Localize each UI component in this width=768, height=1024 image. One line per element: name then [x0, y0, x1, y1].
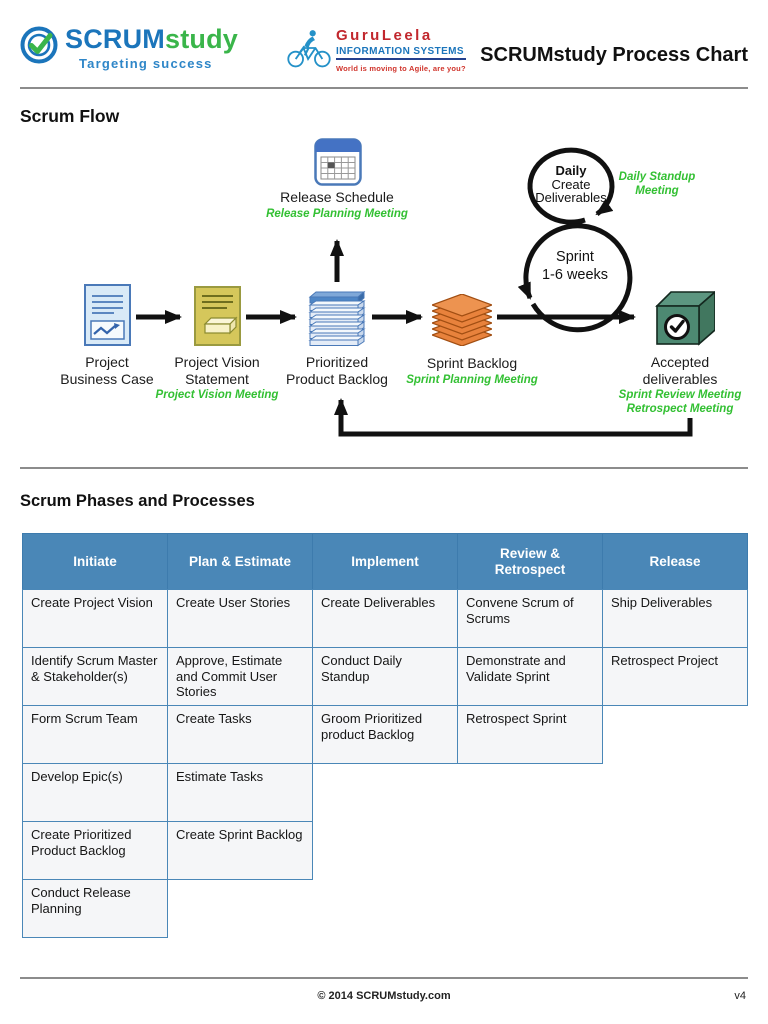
table-cell: Create Prioritized Product Backlog: [22, 821, 168, 880]
column-review-retrospect: Review & Retrospect Convene Scrum of Scr…: [457, 533, 603, 764]
cyclist-icon: [286, 27, 332, 74]
sprint-loop-line2: 1-6 weeks: [541, 266, 609, 283]
flow-arrows: [136, 147, 693, 437]
flow-heading: Scrum Flow: [20, 106, 120, 126]
copyright-text: © 2014 SCRUMstudy.com: [317, 990, 451, 1002]
table-header-implement: Implement: [312, 533, 458, 590]
guruleela-logo: GuruLeela INFORMATION SYSTEMS World is m…: [286, 27, 466, 74]
table-cell: Retrospect Sprint: [457, 705, 603, 764]
table-header-initiate: Initiate: [22, 533, 168, 590]
sprint-planning-meeting-label: Sprint Planning Meeting: [406, 374, 538, 386]
business-case-document-icon: [84, 284, 131, 346]
table-cell: Create Tasks: [167, 705, 313, 764]
table-cell: Create User Stories: [167, 589, 313, 648]
sprint-loop-line1: Sprint: [556, 249, 594, 265]
prioritized-backlog-label: Prioritized Product Backlog: [286, 354, 388, 387]
header-divider: [20, 87, 748, 89]
partner-subtitle: INFORMATION SYSTEMS: [336, 46, 466, 60]
phases-table: Initiate Create Project Vision Identify …: [22, 533, 748, 938]
table-cell: Groom Prioritized product Backlog: [312, 705, 458, 764]
table-cell: Create Sprint Backlog: [167, 821, 313, 880]
release-schedule-calendar-icon: [314, 138, 362, 186]
table-cell: Estimate Tasks: [167, 763, 313, 822]
column-implement: Implement Create Deliverables Conduct Da…: [312, 533, 458, 764]
project-vision-meeting-label: Project Vision Meeting: [155, 389, 279, 401]
table-cell: Approve, Estimate and Commit User Storie…: [167, 647, 313, 706]
page-title: SCRUMstudy Process Chart: [480, 44, 748, 66]
daily-loop-line3: Deliverables: [535, 190, 607, 205]
table-cell: Convene Scrum of Scrums: [457, 589, 603, 648]
scrumstudy-check-icon: [20, 25, 60, 70]
table-cell: Develop Epic(s): [22, 763, 168, 822]
table-cell: Ship Deliverables: [602, 589, 748, 648]
table-cell: Form Scrum Team: [22, 705, 168, 764]
business-case-label: Project Business Case: [60, 354, 154, 387]
partner-name: GuruLeela: [336, 27, 433, 44]
table-cell: Retrospect Project: [602, 647, 748, 706]
partner-tagline: World is moving to Agile, are you?: [336, 64, 466, 73]
vision-statement-label: Project Vision Statement: [174, 354, 260, 387]
table-cell: Conduct Release Planning: [22, 879, 168, 938]
column-initiate: Initiate Create Project Vision Identify …: [22, 533, 168, 938]
table-header-plan-estimate: Plan & Estimate: [167, 533, 313, 590]
table-cell: Demonstrate and Validate Sprint: [457, 647, 603, 706]
brand-tagline: Targeting success: [79, 56, 213, 71]
accepted-deliverables-label: Accepted deliverables: [642, 354, 718, 387]
table-cell: Conduct Daily Standup: [312, 647, 458, 706]
daily-loop-line1: Daily: [555, 163, 587, 178]
release-planning-meeting-label: Release Planning Meeting: [266, 208, 408, 220]
table-header-release: Release: [602, 533, 748, 590]
scrumstudy-logo: SCRUMstudy Targeting success: [20, 25, 238, 71]
product-backlog-stack-icon: [306, 289, 368, 347]
phases-heading: Scrum Phases and Processes: [20, 492, 255, 510]
version-text: v4: [734, 990, 746, 1002]
sprint-backlog-label: Sprint Backlog: [426, 355, 518, 371]
sprint-backlog-stack-icon: [430, 293, 494, 347]
column-release: Release Ship Deliverables Retrospect Pro…: [602, 533, 748, 706]
table-cell: Create Project Vision: [22, 589, 168, 648]
footer-divider: [20, 977, 748, 979]
brand-name: SCRUMstudy: [65, 25, 238, 53]
daily-loop-label: Daily Create Deliverables: [511, 164, 631, 205]
section-divider: [20, 467, 748, 469]
release-schedule-label: Release Schedule: [280, 189, 394, 205]
accepted-deliverables-box-icon: [645, 288, 718, 348]
table-header-review-retrospect: Review & Retrospect: [457, 533, 603, 590]
column-plan-estimate: Plan & Estimate Create User Stories Appr…: [167, 533, 313, 880]
sprint-loop-label: Sprint 1-6 weeks: [515, 249, 635, 284]
brand-study: study: [165, 24, 239, 54]
vision-statement-document-icon: [194, 286, 241, 346]
scrum-phases-section: Scrum Phases and Processes Initiate Crea…: [0, 486, 768, 966]
scrum-flow-section: Scrum Flow: [0, 100, 768, 467]
table-cell: Create Deliverables: [312, 589, 458, 648]
daily-loop-line2: Create: [551, 176, 591, 192]
brand-scrum: SCRUM: [65, 24, 165, 54]
table-cell: Identify Scrum Master & Stakeholder(s): [22, 647, 168, 706]
sprint-review-meeting-label: Sprint Review Meeting Retrospect Meeting: [618, 389, 742, 415]
daily-standup-meeting-label: Daily Standup Meeting: [618, 171, 696, 197]
